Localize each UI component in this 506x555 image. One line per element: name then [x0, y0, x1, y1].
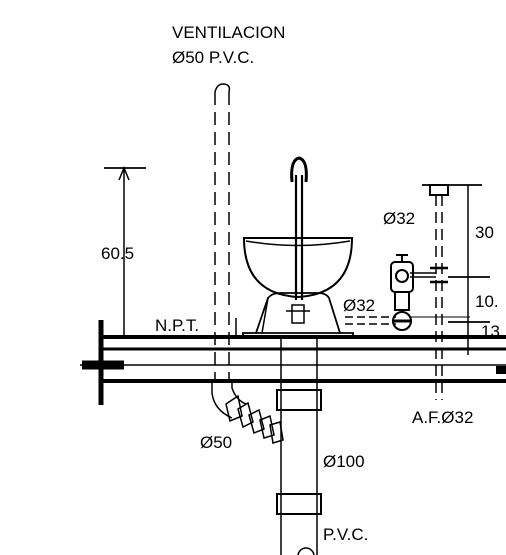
npt-label: N.P.T.: [155, 316, 200, 335]
vent-pipe: [214, 83, 231, 380]
drain-d100-label: Ø100: [323, 452, 365, 471]
toilet-supply-line: [345, 316, 396, 325]
dimension-30-label: 30: [475, 223, 494, 242]
flush-valve: [390, 254, 414, 331]
dimension-height-label: 60.5: [101, 244, 135, 263]
vent-title-label: VENTILACION: [172, 23, 286, 42]
dimension-13-label: 13: [481, 322, 500, 341]
npt-leader: [152, 318, 242, 337]
drain-elbow-50: [211, 380, 284, 444]
af-label: A.F.Ø32: [412, 408, 474, 427]
supply-d32-mid-label: Ø32: [343, 296, 376, 315]
drain-pipe-100: [276, 337, 322, 555]
drain-d50-label: Ø50: [200, 433, 233, 452]
supply-d32-top-label: Ø32: [383, 209, 416, 228]
toilet: [242, 156, 354, 338]
dimension-60-5: [104, 166, 146, 337]
dimension-10-label: 10.: [475, 292, 499, 311]
pvc-label: P.V.C.: [323, 525, 369, 544]
water-supply-32: [410, 184, 449, 400]
dimension-right: [410, 184, 490, 355]
vent-pipe-label: Ø50 P.V.C.: [172, 48, 255, 67]
